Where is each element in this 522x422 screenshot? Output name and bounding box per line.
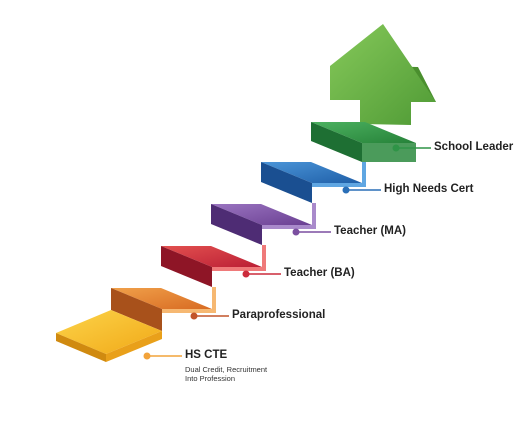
step-riser — [111, 288, 162, 331]
arrow-head — [330, 24, 436, 125]
step-label-school-leader: School Leader — [434, 141, 514, 153]
step-front — [362, 143, 416, 162]
step-school-leader — [311, 122, 416, 162]
connector-teacher-ma — [292, 228, 331, 236]
step-teacher-ba — [161, 245, 266, 287]
step-edge — [312, 162, 366, 187]
step-paraprofessional — [111, 287, 216, 331]
connector-paraprofessional — [190, 312, 229, 320]
step-top — [56, 310, 162, 354]
step-top — [111, 288, 212, 309]
step-top — [261, 162, 362, 183]
step-label-high-needs-cert: High Needs Cert — [384, 183, 474, 195]
step-label-teacher-ba: Teacher (BA) — [284, 267, 355, 279]
step-high-needs-cert — [261, 162, 366, 203]
step-label-teacher-ma: Teacher (MA) — [334, 225, 406, 237]
step-top — [161, 246, 262, 267]
connector-teacher-ba — [242, 270, 281, 278]
step-riser — [211, 204, 262, 245]
step-sublabel-hs-cte: Dual Credit, Recruitment Into Profession — [185, 365, 267, 383]
step-top — [211, 204, 312, 225]
step-riser — [261, 162, 312, 203]
connector-school-leader — [392, 144, 431, 152]
connector-high-needs-cert — [342, 186, 381, 194]
step-label-hs-cte: HS CTE — [185, 349, 228, 361]
step-label-paraprofessional: Paraprofessional — [232, 309, 326, 321]
step-edge — [262, 203, 316, 229]
step-front — [56, 333, 106, 362]
step-hs-cte — [56, 310, 162, 362]
step-riser — [161, 246, 212, 287]
step-teacher-ma — [211, 203, 316, 245]
step-riser — [311, 122, 362, 162]
step-sublabel-line-1: Dual Credit, Recruitment — [185, 365, 268, 374]
step-edge — [212, 245, 266, 271]
step-edge — [162, 287, 216, 313]
step-top — [311, 122, 416, 143]
step-front-right — [106, 331, 162, 362]
connector-hs-cte — [143, 352, 182, 360]
step-sublabel-line-2: Into Profession — [185, 374, 236, 383]
